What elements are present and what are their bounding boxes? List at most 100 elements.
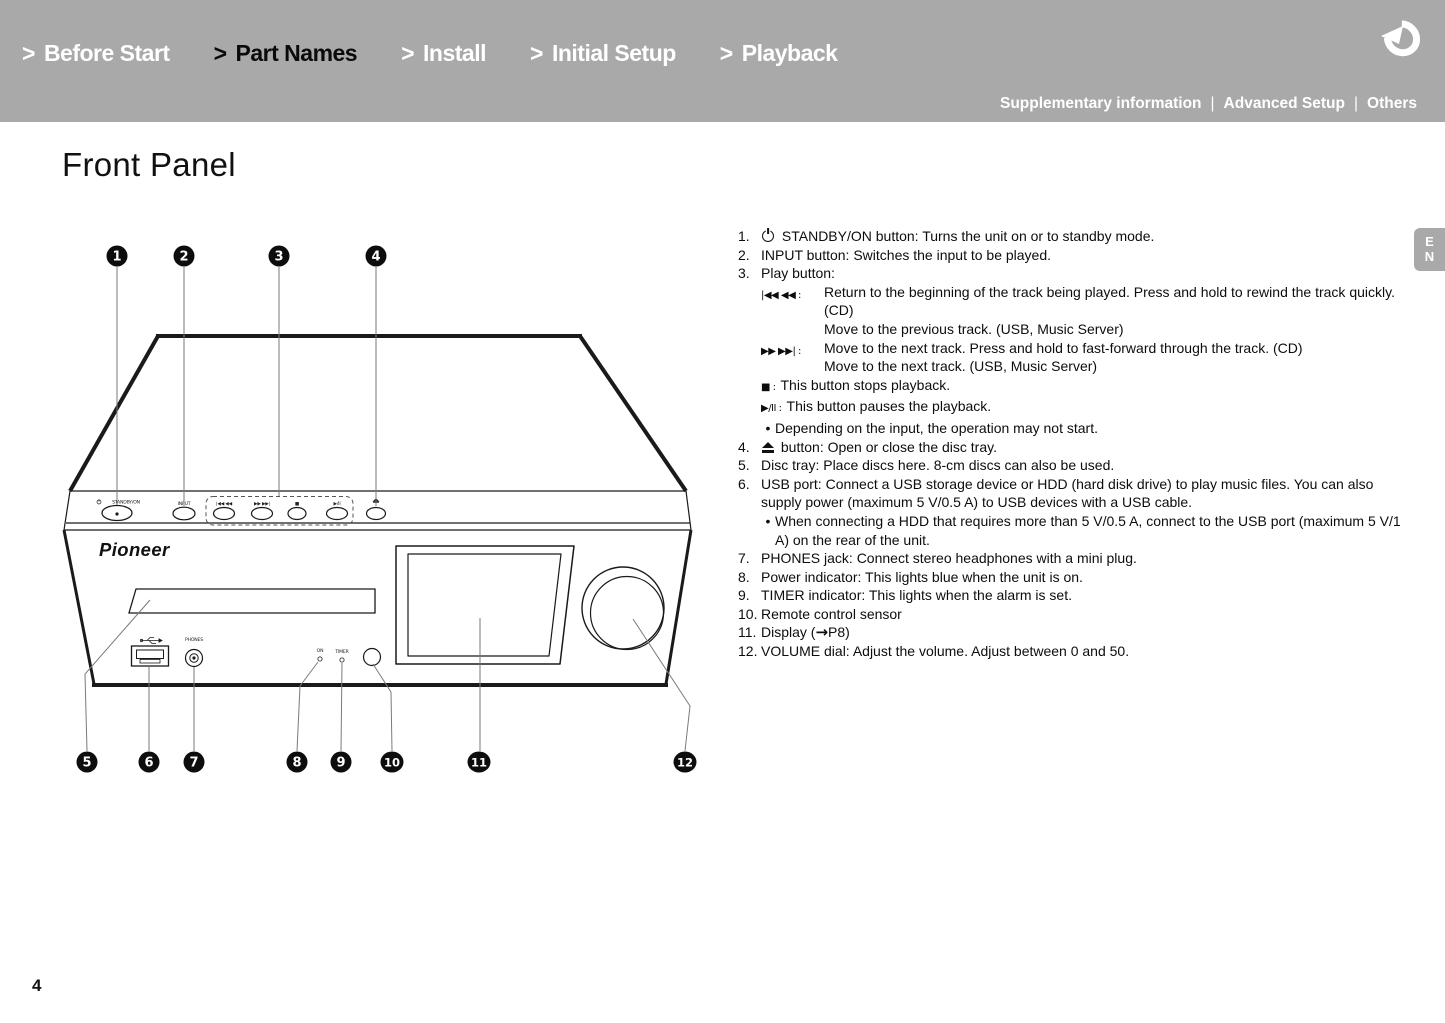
transport-symbol: ▶/II : [761, 403, 782, 415]
item-number: 10. [738, 605, 758, 622]
arrow-icon: → [815, 623, 829, 642]
svg-text:▶▶ ▶▶|: ▶▶ ▶▶| [254, 501, 270, 507]
next-fastforward-button [250, 506, 274, 521]
device-front-right-edge [664, 529, 693, 685]
transport-symbol: ▶▶ ▶▶| : [761, 345, 801, 357]
top-nav: > Before Start > Part Names > Install > … [22, 39, 881, 67]
parts-list-item: 3.Play button:|◀◀ ◀◀ :Return to the begi… [738, 264, 1410, 437]
svg-text:INPUT: INPUT [178, 501, 191, 507]
phones-jack [184, 648, 204, 668]
callout-4: 4 [371, 250, 380, 265]
subnav-separator: | [1210, 95, 1215, 112]
subnav-separator: | [1354, 95, 1359, 112]
note-bullet: •Depending on the input, the operation m… [765, 419, 1098, 436]
header-bar: > Before Start > Part Names > Install > … [0, 0, 1445, 122]
item-text: USB port: Connect a USB storage device o… [761, 475, 1410, 549]
disc-tray [128, 588, 376, 614]
eject-icon [372, 498, 380, 503]
item-number: 11. [738, 624, 757, 641]
item-text: Power indicator: This lights blue when t… [761, 568, 1083, 585]
callout-5: 5 [82, 756, 91, 771]
lang-letter: E [1425, 233, 1434, 249]
subnav-item-supplementary[interactable]: Supplementary information [999, 95, 1202, 112]
transport-symbol: |◀◀ ◀◀ : [761, 289, 801, 301]
callout-8: 8 [292, 756, 301, 771]
parts-list-item: 12.VOLUME dial: Adjust the volume. Adjus… [738, 642, 1410, 661]
play-button-description: |◀◀ ◀◀ :Return to the beginning of the t… [761, 283, 1395, 337]
callout-badges: 1 2 3 4 5 6 7 8 9 10 11 12 [76, 245, 697, 773]
note-bullet: •When connecting a HDD that requires mor… [765, 512, 1401, 548]
callout-10: 10 [384, 756, 400, 770]
parts-list-item: 4. button: Open or close the disc tray. [738, 438, 1410, 457]
usb-port [130, 645, 170, 667]
parts-list-item: 2. INPUT button: Switches the input to be… [738, 246, 1410, 265]
parts-list-item: 7.PHONES jack: Connect stereo headphones… [738, 549, 1410, 568]
device-labels: STANDBY/ON INPUT |◀◀ ◀◀ ▶▶ ▶▶| ■ ▶/II PH… [99, 500, 350, 656]
item-text: INPUT button: Switches the input to be p… [761, 246, 1052, 263]
item-number: 12. [738, 643, 758, 660]
nav-item-initial-setup[interactable]: > Initial Setup [530, 39, 676, 67]
item-number: 2. [738, 246, 750, 263]
chevron-icon: > [719, 39, 733, 67]
chevron-icon: > [213, 39, 227, 67]
stop-button [287, 506, 307, 521]
lang-letter: N [1424, 248, 1435, 264]
undo-back-icon[interactable] [1379, 14, 1427, 62]
remote-control-sensor [362, 647, 382, 667]
parts-list-item: 6. USB port: Connect a USB storage device… [738, 475, 1410, 549]
item-number: 4. [738, 438, 750, 455]
svg-text:▶/II: ▶/II [334, 501, 341, 507]
subnav-item-others[interactable]: Others [1367, 95, 1417, 112]
item-text: TIMER indicator: This lights when the al… [761, 587, 1072, 604]
item-number: 6. [738, 475, 750, 492]
display [395, 545, 575, 665]
parts-list-item: 5. Disc tray: Place discs here. 8-cm disc… [738, 456, 1410, 475]
play-pause-button [325, 506, 349, 521]
callout-9: 9 [336, 756, 345, 771]
parts-list-item: 1. STANDBY/ON button: Turns the unit on … [738, 227, 1410, 246]
play-button-description: ▶▶ ▶▶| :Move to the next track. Press an… [761, 339, 1303, 375]
callout-11: 11 [471, 756, 487, 770]
item-number: 5. [738, 457, 750, 474]
language-tab-en[interactable]: E N [1414, 228, 1445, 271]
nav-label: Initial Setup [551, 40, 676, 66]
nav-label: Before Start [43, 40, 170, 66]
parts-list-item: 8.Power indicator: This lights blue when… [738, 568, 1410, 587]
device-top-left-edge [68, 335, 160, 492]
nav-item-part-names[interactable]: > Part Names [213, 39, 358, 67]
previous-rewind-button [212, 506, 236, 521]
usb-icon [139, 637, 163, 644]
callout-3: 3 [274, 250, 283, 265]
svg-text:PHONES: PHONES [185, 637, 203, 643]
callout-12: 12 [677, 756, 693, 770]
item-text: Disc tray: Place discs here. 8-cm discs … [761, 457, 1115, 474]
sub-nav: Supplementary information | Advanced Setup… [1000, 95, 1417, 113]
device-front-left-edge [62, 529, 96, 685]
item-number: 7. [738, 550, 750, 567]
parts-list-item: 9.TIMER indicator: This lights when the … [738, 586, 1410, 605]
page-title: Front Panel [62, 146, 236, 183]
standby-on-button [101, 504, 133, 522]
nav-label: Install [423, 40, 487, 66]
callout-2: 2 [179, 250, 188, 265]
svg-text:■: ■ [295, 502, 299, 507]
volume-dial [581, 566, 665, 650]
device-top-right-edge [578, 334, 688, 493]
play-buttons-group [205, 496, 354, 526]
item-text: button: Open or close the disc tray. [761, 438, 1410, 457]
nav-item-before-start[interactable]: > Before Start [22, 39, 170, 67]
pioneer-logo: Pioneer [99, 539, 171, 560]
nav-item-install[interactable]: > Install [401, 39, 487, 67]
parts-list-item: 11.Display (→P8) [738, 623, 1410, 642]
callout-lines [84, 267, 691, 752]
nav-label: Playback [741, 40, 838, 66]
item-text: VOLUME dial: Adjust the volume. Adjust b… [761, 643, 1130, 660]
play-button-description: ▶/II :This button pauses the playback. [761, 398, 992, 415]
nav-item-playback[interactable]: > Playback [719, 39, 838, 67]
transport-symbol: ■ : [761, 381, 776, 393]
subnav-item-advanced-setup[interactable]: Advanced Setup [1223, 95, 1345, 112]
svg-text:ON: ON [317, 648, 324, 654]
callout-7: 7 [189, 756, 198, 771]
item-text: STANDBY/ON button: Turns the unit on or … [761, 227, 1410, 246]
